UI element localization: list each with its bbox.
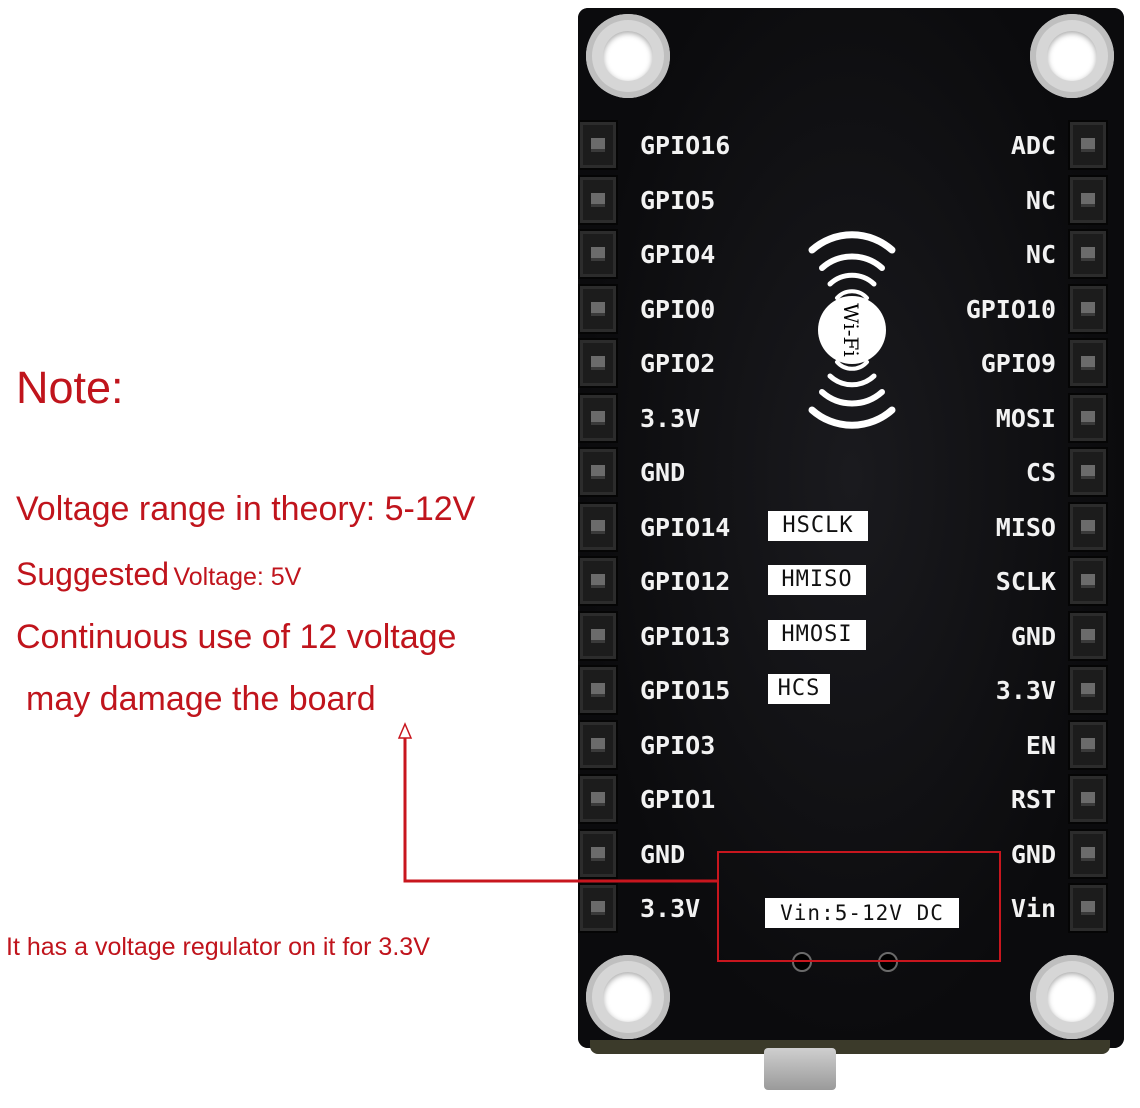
header-pin-right-6 (1068, 393, 1108, 443)
vin-callout-box (717, 851, 1001, 962)
note-voltage-range: Voltage range in theory: 5-12V (16, 490, 476, 528)
header-pin-right-4 (1068, 284, 1108, 334)
header-pin-right-7 (1068, 447, 1108, 497)
pin-label-left: GND (640, 840, 686, 869)
pin-label-left: GND (640, 458, 686, 487)
micro-usb-port (764, 1048, 836, 1090)
header-pin-left-1 (578, 120, 618, 170)
header-pin-left-7 (578, 447, 618, 497)
mounting-hole-bottom-left (586, 955, 670, 1039)
note-continuous-use: Continuous use of 12 voltage (16, 618, 457, 656)
note-suggested-word: Suggested (16, 556, 170, 592)
header-pin-right-8 (1068, 502, 1108, 552)
pin-label-right: Vin (1010, 894, 1056, 923)
header-pin-right-2 (1068, 175, 1108, 225)
pin-label-right: GPIO10 (965, 295, 1056, 324)
pin-label-right: CS (1025, 458, 1056, 487)
header-pin-left-3 (578, 229, 618, 279)
pin-label-left: GPIO4 (640, 240, 716, 269)
header-pin-right-12 (1068, 720, 1108, 770)
header-pin-right-10 (1068, 611, 1108, 661)
header-pin-right-11 (1068, 665, 1108, 715)
pin-label-left: GPIO2 (640, 349, 716, 378)
pin-label-right: RST (1010, 785, 1056, 814)
wifi-logo-icon: Wi-Fi (808, 231, 896, 429)
header-pin-left-8 (578, 502, 618, 552)
mounting-hole-top-right (1030, 14, 1114, 98)
header-pin-left-14 (578, 829, 618, 879)
hspi-tag: HSCLK (768, 511, 868, 541)
board-edge (590, 1040, 1110, 1054)
header-pin-left-11 (578, 665, 618, 715)
header-pin-right-15 (1068, 883, 1108, 933)
header-pin-left-15 (578, 883, 618, 933)
header-pin-left-2 (578, 175, 618, 225)
pin-label-left: GPIO13 (640, 622, 731, 651)
hspi-tag: HMOSI (768, 620, 866, 650)
pin-label-right: MOSI (995, 404, 1056, 433)
pin-label-left: 3.3V (640, 894, 701, 923)
header-pin-right-3 (1068, 229, 1108, 279)
mounting-hole-bottom-right (1030, 955, 1114, 1039)
pin-label-left: GPIO5 (640, 186, 716, 215)
header-pin-left-5 (578, 338, 618, 388)
pin-label-left: GPIO16 (640, 131, 731, 160)
wifi-logo-text: Wi-Fi (839, 303, 863, 357)
pin-label-left: GPIO3 (640, 731, 716, 760)
mounting-hole-top-left (586, 14, 670, 98)
hspi-tag: HMISO (768, 565, 866, 595)
header-pin-right-1 (1068, 120, 1108, 170)
pin-label-right: MISO (995, 513, 1056, 542)
pin-label-left: 3.3V (640, 404, 701, 433)
header-pin-left-9 (578, 556, 618, 606)
pin-label-right: EN (1025, 731, 1056, 760)
header-pin-right-13 (1068, 774, 1108, 824)
header-pin-left-13 (578, 774, 618, 824)
header-pin-left-12 (578, 720, 618, 770)
note-title: Note: (16, 362, 124, 413)
header-pin-right-14 (1068, 829, 1108, 879)
pin-label-right: GND (1010, 840, 1056, 869)
board-via-1 (792, 952, 812, 972)
vin-label: Vin:5-12V DC (765, 898, 959, 928)
pin-label-left: GPIO14 (640, 513, 731, 542)
pin-label-right: 3.3V (995, 676, 1056, 705)
board-via-2 (878, 952, 898, 972)
note-suggested-voltage: Suggested Voltage: 5V (16, 556, 301, 593)
pin-label-left: GPIO0 (640, 295, 716, 324)
header-pin-left-6 (578, 393, 618, 443)
pin-label-left: GPIO1 (640, 785, 716, 814)
pin-label-right: NC (1025, 240, 1056, 269)
pin-label-right: ADC (1010, 131, 1056, 160)
hspi-tag: HCS (768, 674, 830, 704)
pin-label-left: GPIO12 (640, 567, 731, 596)
header-pin-right-5 (1068, 338, 1108, 388)
note-may-damage: may damage the board (26, 680, 376, 718)
pin-label-right: GPIO9 (980, 349, 1056, 378)
pin-label-right: NC (1025, 186, 1056, 215)
header-pin-right-9 (1068, 556, 1108, 606)
note-suggested-value: Voltage: 5V (173, 563, 302, 591)
pin-label-right: SCLK (995, 567, 1056, 596)
header-pin-left-10 (578, 611, 618, 661)
pin-label-right: GND (1010, 622, 1056, 651)
note-regulator: It has a voltage regulator on it for 3.3… (6, 933, 430, 961)
pin-label-left: GPIO15 (640, 676, 731, 705)
header-pin-left-4 (578, 284, 618, 334)
